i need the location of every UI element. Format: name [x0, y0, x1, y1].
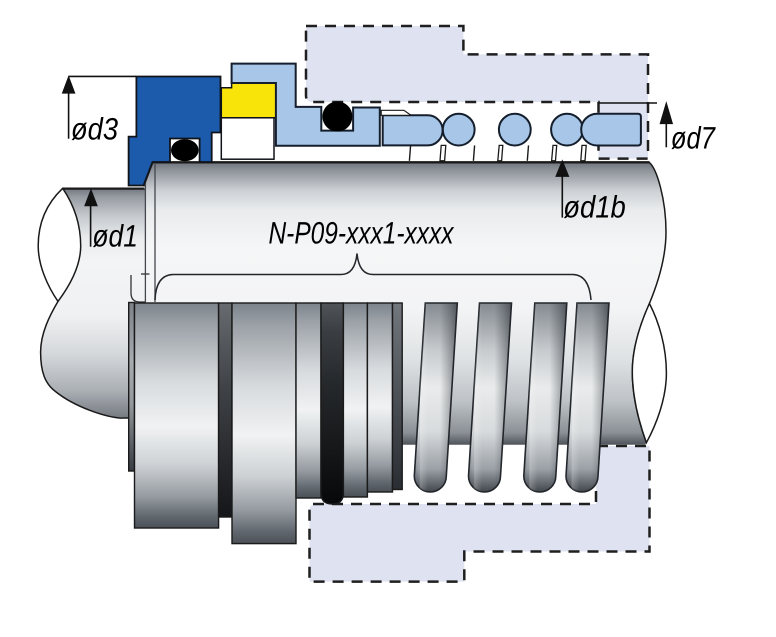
svg-text:ød1b: ød1b	[563, 190, 626, 225]
svg-text:N-P09-xxx1-xxxx: N-P09-xxx1-xxxx	[269, 215, 455, 250]
svg-text:ød1: ød1	[92, 219, 137, 254]
svg-text:ød3: ød3	[71, 112, 118, 147]
svg-text:ød7: ød7	[671, 121, 716, 156]
